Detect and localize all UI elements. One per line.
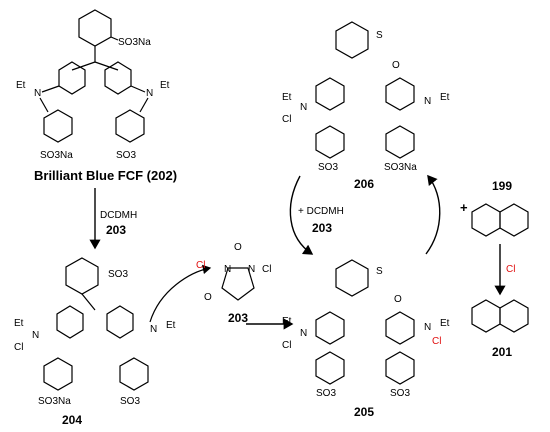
- compound-206-structure: S O Et N Cl N Et SO3 SO3Na: [282, 21, 450, 173]
- step1-reagent-number: 203: [106, 223, 126, 237]
- c204-n-left: N: [32, 330, 39, 341]
- c206-n-right: N: [424, 96, 431, 107]
- c206-so3na: SO3Na: [384, 162, 417, 173]
- c202-n-right: N: [146, 88, 153, 99]
- reagent-203-structure: Cl N N Cl O O: [196, 242, 271, 303]
- c203-n1: N: [224, 264, 231, 275]
- c204-so3-right: SO3: [120, 396, 140, 407]
- c203-o1: O: [234, 242, 242, 253]
- c202-n-left: N: [34, 88, 41, 99]
- c206-et-left: Et: [282, 92, 292, 103]
- c205-n-left: N: [300, 328, 307, 339]
- step1-reagent: DCDMH: [100, 210, 137, 221]
- compound-205-label: 205: [354, 405, 374, 419]
- cycle-reagent: + DCDMH: [298, 206, 344, 217]
- c201-cl: Cl: [506, 264, 515, 275]
- c206-et-right: Et: [440, 92, 450, 103]
- c204-so3: SO3: [108, 269, 128, 280]
- c205-et-left: Et: [282, 316, 292, 327]
- compound-204-structure: SO3 Et N Cl N Et SO3Na SO3: [14, 257, 212, 407]
- c206-o: O: [392, 60, 400, 71]
- c205-cl-red: Cl: [432, 336, 441, 347]
- compound-199-structure: [471, 203, 529, 237]
- c203-n2: N: [248, 264, 255, 275]
- compound-202-label: Brilliant Blue FCF (202): [34, 168, 177, 183]
- compound-206-label: 206: [354, 177, 374, 191]
- plus-sign: +: [460, 200, 468, 215]
- cycle-reagent-number: 203: [312, 221, 332, 235]
- c204-n-right: N: [150, 324, 157, 335]
- c205-so3-left: SO3: [316, 388, 336, 399]
- c202-so3na-left: SO3Na: [40, 150, 73, 161]
- c205-o: O: [394, 294, 402, 305]
- arrow-206-to-205: [289, 175, 314, 255]
- c206-so3: SO3: [318, 162, 338, 173]
- c202-so3-right: SO3: [116, 150, 136, 161]
- c206-n-left: N: [300, 102, 307, 113]
- c202-et-right: Et: [160, 80, 170, 91]
- compound-201-structure: [471, 299, 529, 333]
- compound-201-label: 201: [492, 345, 512, 359]
- c204-et-left: Et: [14, 318, 24, 329]
- c202-so3na-top: SO3Na: [118, 37, 151, 48]
- compound-199-label: 199: [492, 179, 512, 193]
- c203-cl-left: Cl: [196, 260, 205, 271]
- reagent-203-label: 203: [228, 311, 248, 325]
- c204-so3na: SO3Na: [38, 396, 71, 407]
- compound-202-structure: SO3Na N Et N Et SO3Na SO3: [16, 9, 170, 161]
- c205-cl-left: Cl: [282, 340, 291, 351]
- c203-o2: O: [204, 292, 212, 303]
- c205-et-right: Et: [440, 318, 450, 329]
- c206-cl-left: Cl: [282, 114, 291, 125]
- c202-et-left: Et: [16, 80, 26, 91]
- compound-204-label: 204: [62, 413, 82, 427]
- c206-s: S: [376, 30, 383, 41]
- c205-s: S: [376, 266, 383, 277]
- c205-n-right: N: [424, 322, 431, 333]
- arrow-205-to-206: [425, 174, 441, 255]
- c204-cl: Cl: [14, 342, 23, 353]
- c204-et-right: Et: [166, 320, 176, 331]
- c205-so3-right: SO3: [390, 388, 410, 399]
- c203-cl-right: Cl: [262, 264, 271, 275]
- compound-205-structure: S O Et N Cl N Et Cl SO3 SO3: [282, 259, 450, 399]
